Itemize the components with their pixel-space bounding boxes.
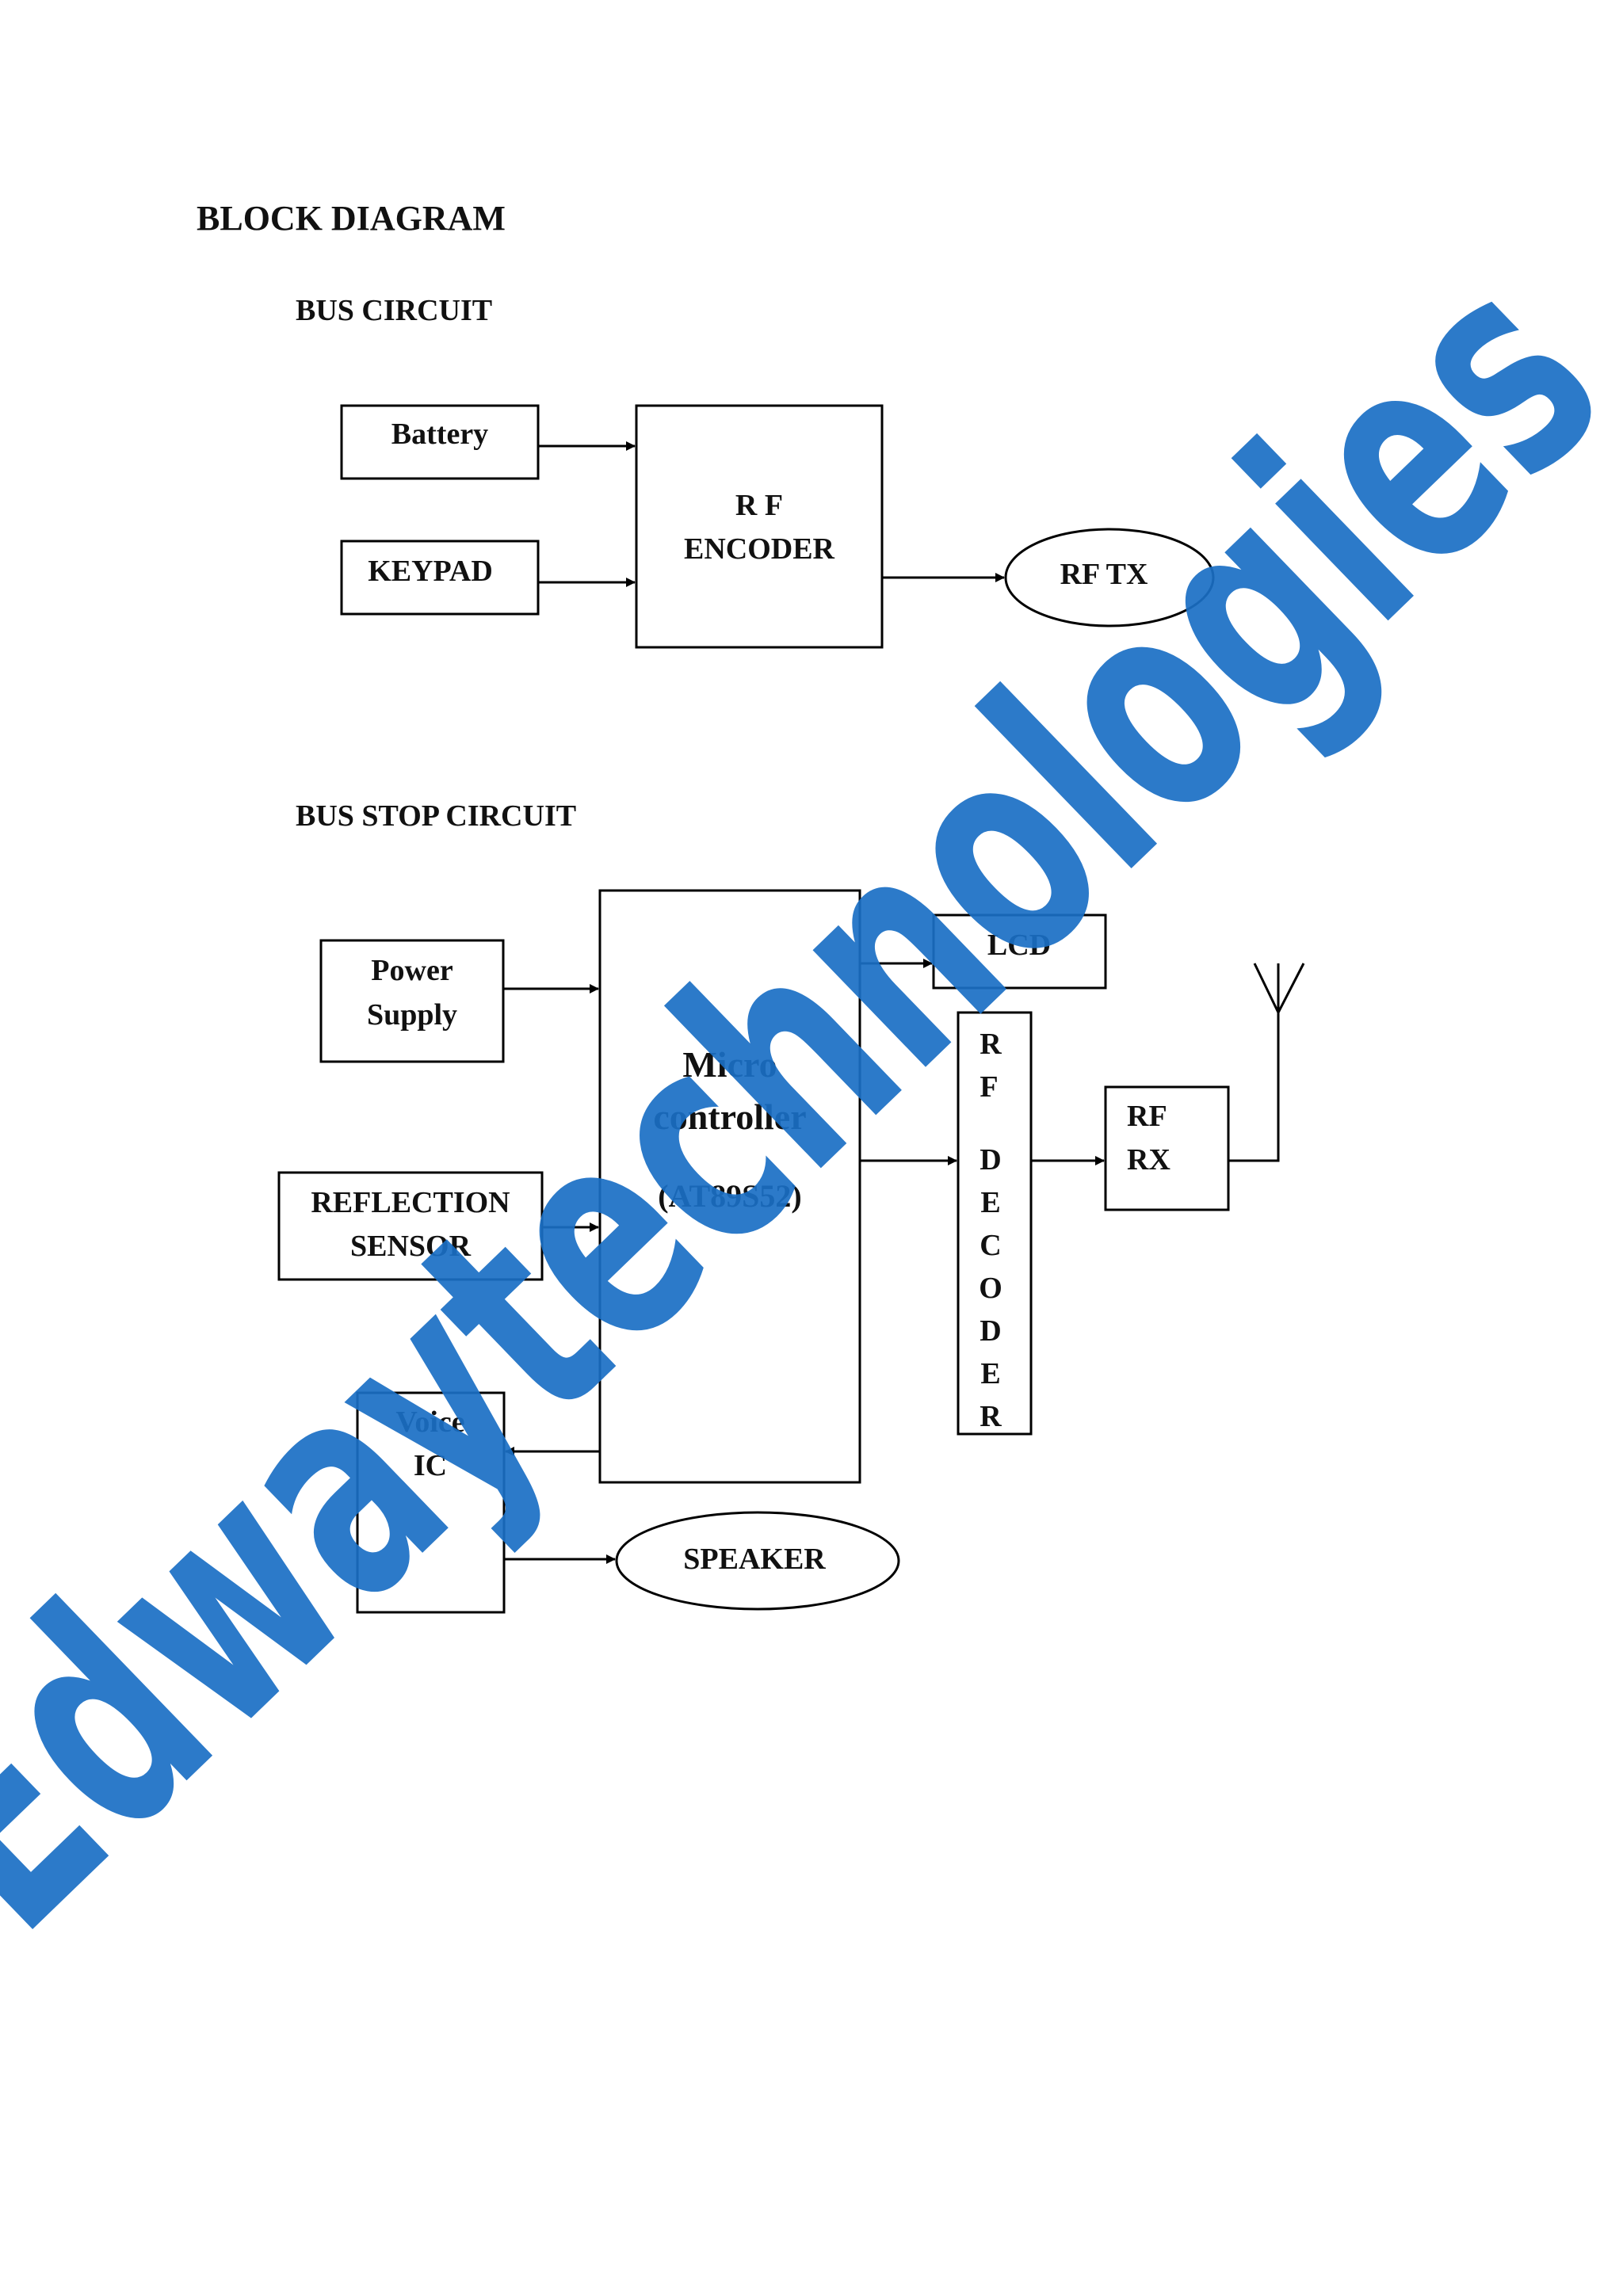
reflection-sensor-label-1: REFLECTION: [311, 1186, 510, 1219]
rf-decoder-letter: D: [980, 1143, 1001, 1177]
keypad-label: KEYPAD: [368, 555, 493, 588]
bus-circuit-heading: BUS CIRCUIT: [296, 294, 492, 327]
speaker-node: [615, 1511, 900, 1611]
rf-tx-label: RF TX: [1060, 558, 1148, 591]
rf-rx-block: [1104, 1085, 1230, 1211]
rf-encoder-block: [635, 404, 884, 649]
rf-encoder-label-1: R F: [735, 489, 783, 522]
microcontroller-label-2: controller: [653, 1097, 806, 1137]
main-heading: BLOCK DIAGRAM: [197, 199, 506, 238]
rf-rx-label-2: RX: [1127, 1143, 1170, 1177]
rf-decoder-letter: C: [980, 1229, 1001, 1262]
power-supply-label-1: Power: [371, 954, 453, 987]
power-supply-block: [319, 939, 505, 1063]
rf-decoder-letter: E: [980, 1357, 1000, 1390]
rf-decoder-letter: R: [980, 1028, 1002, 1061]
rf-encoder-label-2: ENCODER: [684, 532, 835, 566]
voice-ic-label-1: Voice: [395, 1405, 464, 1439]
lcd-label: LCD: [987, 929, 1051, 962]
microcontroller-label-3: (AT89S52): [658, 1178, 801, 1214]
rf-decoder-letter: F: [980, 1070, 998, 1104]
antenna-icon: [1228, 963, 1305, 1162]
battery-block: [340, 404, 540, 480]
bus-stop-circuit-heading: BUS STOP CIRCUIT: [296, 799, 576, 833]
microcontroller-label-1: Micro: [682, 1044, 777, 1085]
rf-decoder-block: [957, 1011, 1033, 1436]
rf-decoder-label: R F D E C O D E R: [979, 1028, 1002, 1433]
rf-rx-label-1: RF: [1127, 1100, 1167, 1133]
rf-decoder-letter: O: [979, 1272, 1002, 1305]
microcontroller-block: [598, 889, 861, 1484]
lcd-block: [932, 913, 1107, 990]
battery-label: Battery: [391, 418, 488, 451]
reflection-sensor-label-2: SENSOR: [350, 1230, 472, 1263]
voice-ic-block: [356, 1391, 506, 1614]
keypad-block: [340, 540, 540, 616]
speaker-label: SPEAKER: [683, 1543, 826, 1576]
watermark: Edwaytechnologies: [0, 204, 1623, 1993]
rf-decoder-letter: E: [980, 1186, 1000, 1219]
rf-decoder-letter: D: [980, 1314, 1001, 1348]
voice-ic-label-2: IC: [414, 1449, 447, 1482]
rf-decoder-letter: R: [980, 1400, 1002, 1433]
rf-tx-node: [1004, 528, 1215, 627]
power-supply-label-2: Supply: [367, 998, 457, 1032]
